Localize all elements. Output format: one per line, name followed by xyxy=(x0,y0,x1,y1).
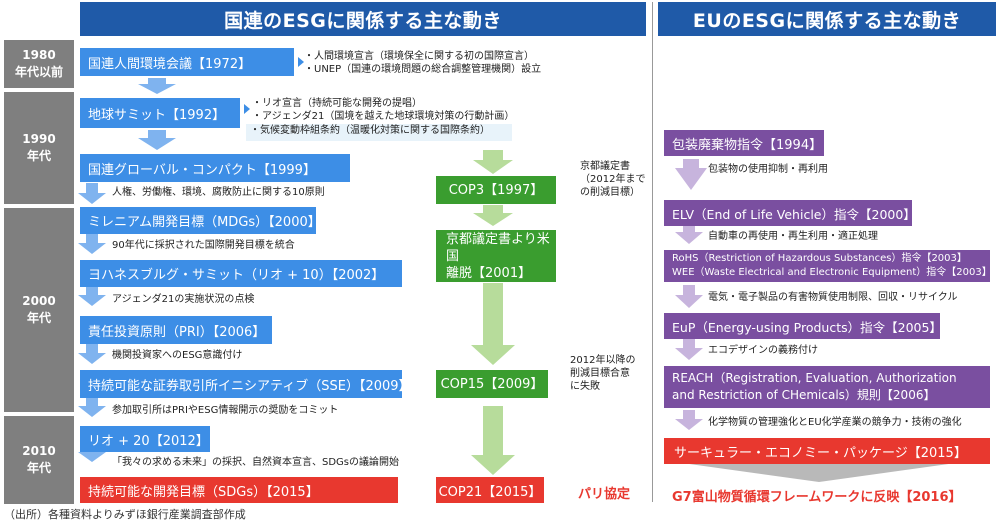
event-un-2000: ミレニアム開発目標（MDGs）【2000】 xyxy=(80,207,321,234)
note-2006: 機関投資家へのESG意識付け xyxy=(112,350,243,361)
un-flow-arrows xyxy=(78,57,515,475)
event-un-1999: 国連グローバル・コンパクト【1999】 xyxy=(80,154,350,182)
note-eu-2005: エコデザインの義務付け xyxy=(708,345,818,356)
arrow-2006-2009 xyxy=(78,344,106,364)
event-eu-reach-line1: REACH（Registration, Evaluation, Authoriz… xyxy=(672,371,957,385)
event-cop3: COP3【1997】 xyxy=(436,176,556,204)
arrow-eu-1 xyxy=(675,159,707,190)
eu-header: EUのESGに関係する主な動き xyxy=(658,2,996,36)
event-un-2012: リオ + 20【2012】 xyxy=(80,426,210,452)
note-2009: 参加取引所はPRIやESG情報開示の奨励をコミット xyxy=(112,405,339,416)
note-eu-2000: 自動車の再使用・再生利用・適正処理 xyxy=(708,231,878,242)
g7-framework: G7富山物質循環フレームワークに反映【2016】 xyxy=(672,490,962,505)
note-eu-1994: 包装物の使用抑制・再利用 xyxy=(708,164,828,175)
note-1992: ・リオ宣言（持続可能な開発の提唱） ・アジェンダ21（国境を越えた地球環境対策の… xyxy=(252,98,515,122)
event-un-2015: 持続可能な開発目標（SDGs）【2015】 xyxy=(80,477,398,503)
arrow-cop-b xyxy=(473,205,513,226)
note-after-2012: 2012年以降の 削減目標合意 に失敗 xyxy=(570,355,636,392)
event-un-2009: 持続可能な証券取引所イニシアティブ（SSE）【2009】 xyxy=(80,370,412,398)
pointer-1992 xyxy=(244,104,250,114)
un-header: 国連のESGに関係する主な動き xyxy=(80,2,646,36)
note-2000: 90年代に採択された国際開発目標を統合 xyxy=(112,240,295,251)
eu-flow-arrows xyxy=(675,159,963,482)
event-us-withdrawal: 京都議定書より米国 離脱【2001】 xyxy=(436,230,556,282)
event-cop21: COP21【2015】 xyxy=(436,477,544,503)
arrow-cop-d xyxy=(471,406,515,475)
arrow-2002-2006 xyxy=(78,286,106,306)
event-un-2006: 責任投資原則（PRI）【2006】 xyxy=(80,316,272,344)
event-eu-1994: 包装廃棄物指令【1994】 xyxy=(664,130,824,156)
arrow-eu-3 xyxy=(675,285,703,308)
arrow-2000-2002 xyxy=(78,234,106,254)
arrow-eu-4 xyxy=(675,338,703,360)
era-1990s: 1990 年代 xyxy=(4,92,74,204)
event-eu-weee: WEE（Waste Electrical and Electronic Equi… xyxy=(672,267,992,278)
event-un-1972: 国連人間環境会議【1972】 xyxy=(80,48,294,76)
note-eu-2003: 電気・電子製品の有害物質使用制限、回収・リサイクル xyxy=(708,292,958,303)
era-1980s: 1980 年代以前 xyxy=(4,40,74,88)
source-note: （出所）各種資料よりみずほ銀行産業調査部作成 xyxy=(4,508,246,521)
arrow-1999-2000 xyxy=(78,183,106,204)
column-divider xyxy=(652,2,653,502)
arrow-cop-a xyxy=(473,150,513,174)
arrow-eu-to-g7 xyxy=(675,462,963,482)
arrow-1972-1992 xyxy=(138,78,176,94)
arrow-eu-2 xyxy=(675,222,703,244)
arrow-cop-c xyxy=(471,283,515,365)
era-2010s: 2010 年代 xyxy=(4,416,74,504)
note-paris: パリ協定 xyxy=(578,487,631,502)
arrow-1992-1999 xyxy=(138,130,176,150)
event-un-1992: 地球サミット【1992】 xyxy=(80,98,240,128)
note-1972: ・人間環境宣言（環境保全に関する初の国際宣言） ・UNEP（国連の環境問題の総合… xyxy=(304,51,542,75)
event-eu-2006: REACH（Registration, Evaluation, Authoriz… xyxy=(664,366,990,408)
era-2000s: 2000 年代 xyxy=(4,208,74,412)
event-eu-2005: EuP（Energy-using Products）指令【2005】 xyxy=(664,313,942,339)
event-eu-rohs: RoHS（Restriction of Hazardous Substances… xyxy=(672,253,967,264)
note-2002: アジェンダ21の実施状況の点検 xyxy=(112,294,255,305)
event-cop15: COP15【2009】 xyxy=(436,370,548,398)
note-1992-climate: ・気候変動枠組条約（温暖化対策に関する国際条約） xyxy=(246,124,512,141)
event-eu-reach-line2: and Restriction of CHemicals）規則【2006】 xyxy=(672,388,936,402)
event-eu-2000: ELV（End of Life Vehicle）指令【2000】 xyxy=(664,200,916,226)
event-un-2002: ヨハネスブルグ・サミット（リオ + 10）【2002】 xyxy=(80,260,402,287)
arrow-2012-2015 xyxy=(78,443,106,462)
event-eu-2015: サーキュラー・エコノミー・パッケージ【2015】 xyxy=(664,438,990,464)
note-kyoto: 京都議定書 （2012年まで の削減目標） xyxy=(580,161,646,198)
pointer-1972 xyxy=(298,57,304,67)
arrow-2009-2012 xyxy=(78,397,106,417)
note-1999: 人権、労働権、環境、腐敗防止に関する10原則 xyxy=(112,187,325,198)
event-eu-2003: RoHS（Restriction of Hazardous Substances… xyxy=(664,250,992,282)
note-2012: 「我々の求める未来」の採択、自然資本宣言、SDGsの議論開始 xyxy=(112,457,400,468)
arrow-eu-5 xyxy=(675,410,703,430)
note-eu-2006: 化学物質の管理強化とEU化学産業の競争力・技術の強化 xyxy=(708,417,962,428)
